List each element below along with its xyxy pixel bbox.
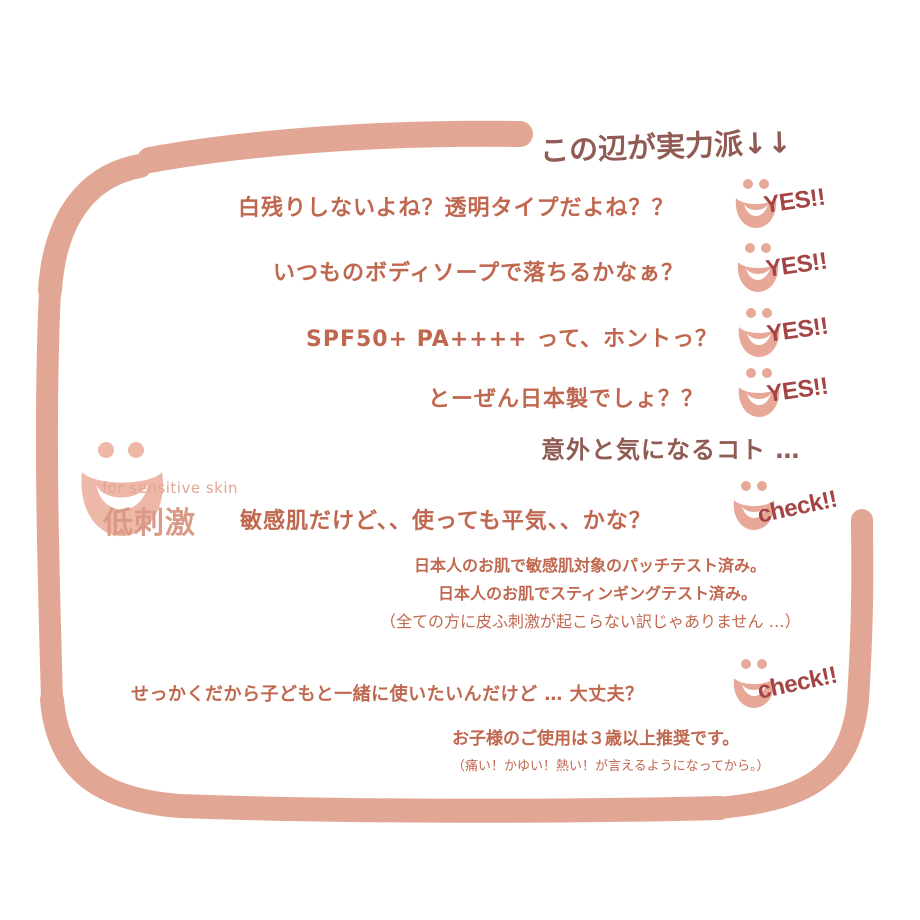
feature-caption-english: for sensitive skin: [102, 479, 239, 497]
yes-badge-4: YES!!: [733, 365, 853, 421]
yes-badge-1: YES!!: [730, 176, 850, 232]
smiley-face-icon: [735, 179, 777, 228]
smiley-face-icon: [738, 368, 780, 417]
yes-question-2: いつものボディソープで落ちるかなぁ？: [273, 261, 685, 286]
yes-question-4: とーぜん日本製でしょ？？: [428, 387, 705, 412]
check-question-2: せっかくだから子どもと一緒に使いたいんだけど … 大丈夫？: [131, 684, 644, 705]
smiley-face-icon: [81, 442, 164, 536]
feature-title-low-irritation: 低刺激: [103, 506, 196, 541]
check-note-1-3: （全ての方に皮ふ刺激が起こらない訳じゃありません …）: [380, 612, 801, 631]
check-badge-1: check!!: [728, 478, 858, 536]
check-badge-2: check!!: [728, 656, 858, 714]
smiley-face-icon: [733, 481, 775, 530]
yes-badge-3: YES!!: [733, 305, 853, 361]
smiley-face-icon: [733, 659, 775, 708]
check-note-1-2: 日本人のお肌でスティンギングテスト済み。: [438, 584, 758, 603]
section-heading-sub: 意外と気になるコト …: [541, 436, 801, 464]
check-question-1: 敏感肌だけど、、使っても平気、、かな？: [240, 509, 652, 534]
smiley-face-icon: [737, 243, 779, 292]
yes-question-1: 白残りしないよね？透明タイプだよね？？: [238, 196, 675, 221]
check-note-2-2: （痛い！かゆい！熱い！が言えるようになってから。）: [452, 759, 770, 774]
smiley-face-icon: [738, 308, 780, 357]
yes-badge-2: YES!!: [732, 240, 852, 296]
yes-question-3: SPF50+ PA++++ って、ホントっ？: [306, 327, 719, 352]
section-heading-main: この辺が実力派↓↓: [539, 125, 793, 168]
check-note-1-1: 日本人のお肌で敏感肌対象のパッチテスト済み。: [414, 556, 767, 575]
check-note-2-1: お子様のご使用は３歳以上推奨です。: [452, 729, 740, 749]
